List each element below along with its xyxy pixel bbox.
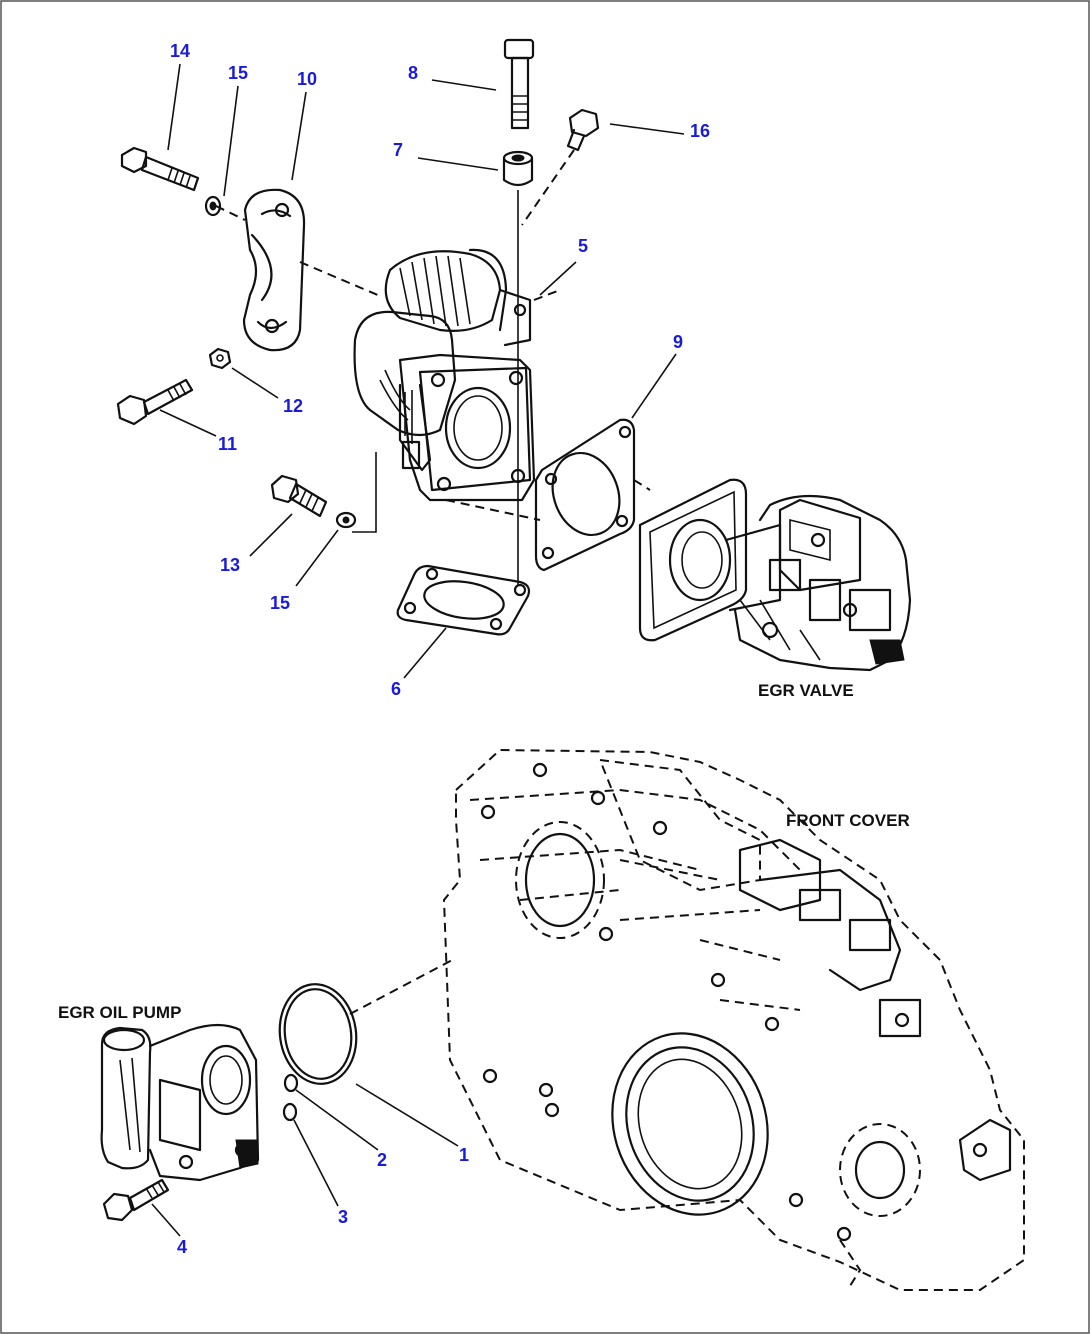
leader-guide-13 [352, 452, 377, 533]
callout-16: 16 [690, 121, 710, 141]
o-ring-2 [283, 1073, 299, 1093]
front-cover [442, 748, 1025, 1291]
dash-14-10 [215, 205, 246, 221]
nut-12 [208, 347, 232, 370]
callout-7: 7 [393, 140, 403, 160]
washer-15-upper [204, 195, 222, 217]
o-ring-1 [278, 983, 358, 1085]
clamp-10 [242, 188, 306, 352]
bolt-13 [270, 474, 328, 518]
callout-9: 9 [673, 332, 683, 352]
callout-15-upper: 15 [228, 63, 248, 83]
callout-15-lower: 15 [270, 593, 290, 613]
callout-12: 12 [283, 396, 303, 416]
dash-5-9 [445, 499, 541, 521]
leader-lines [151, 63, 685, 1237]
callout-2: 2 [377, 1150, 387, 1170]
o-ring-3 [282, 1102, 298, 1122]
callout-10: 10 [297, 69, 317, 89]
callout-11: 11 [218, 434, 237, 454]
caption-front-cover: FRONT COVER [786, 811, 910, 830]
dash-fitting-16 [521, 149, 575, 226]
fitting-16 [566, 108, 600, 152]
callout-14: 14 [170, 41, 190, 61]
spacer-7 [502, 150, 534, 187]
gasket-9 [534, 418, 636, 572]
callout-4: 4 [177, 1237, 187, 1257]
caption-egr-oil-pump: EGR OIL PUMP [58, 1003, 181, 1022]
dash-oring-cover [349, 957, 457, 1015]
bolt-8 [503, 38, 535, 130]
caption-egr-valve: EGR VALVE [758, 681, 854, 700]
dash-9-valve [633, 479, 651, 491]
bolt-11 [116, 378, 194, 426]
gasket-6 [396, 564, 531, 636]
washer-15-lower [335, 511, 357, 529]
egr-valve [638, 478, 912, 672]
callout-3: 3 [338, 1207, 348, 1227]
egr-housing-5 [353, 248, 536, 502]
bolt-14 [120, 146, 200, 192]
dash-5-right [533, 289, 561, 301]
bolt-4 [102, 1178, 170, 1222]
egr-oil-pump [100, 1023, 260, 1182]
callout-8: 8 [408, 63, 418, 83]
callout-5: 5 [578, 236, 588, 256]
callout-1: 1 [459, 1145, 469, 1165]
callout-13: 13 [220, 555, 240, 575]
callout-6: 6 [391, 679, 401, 699]
